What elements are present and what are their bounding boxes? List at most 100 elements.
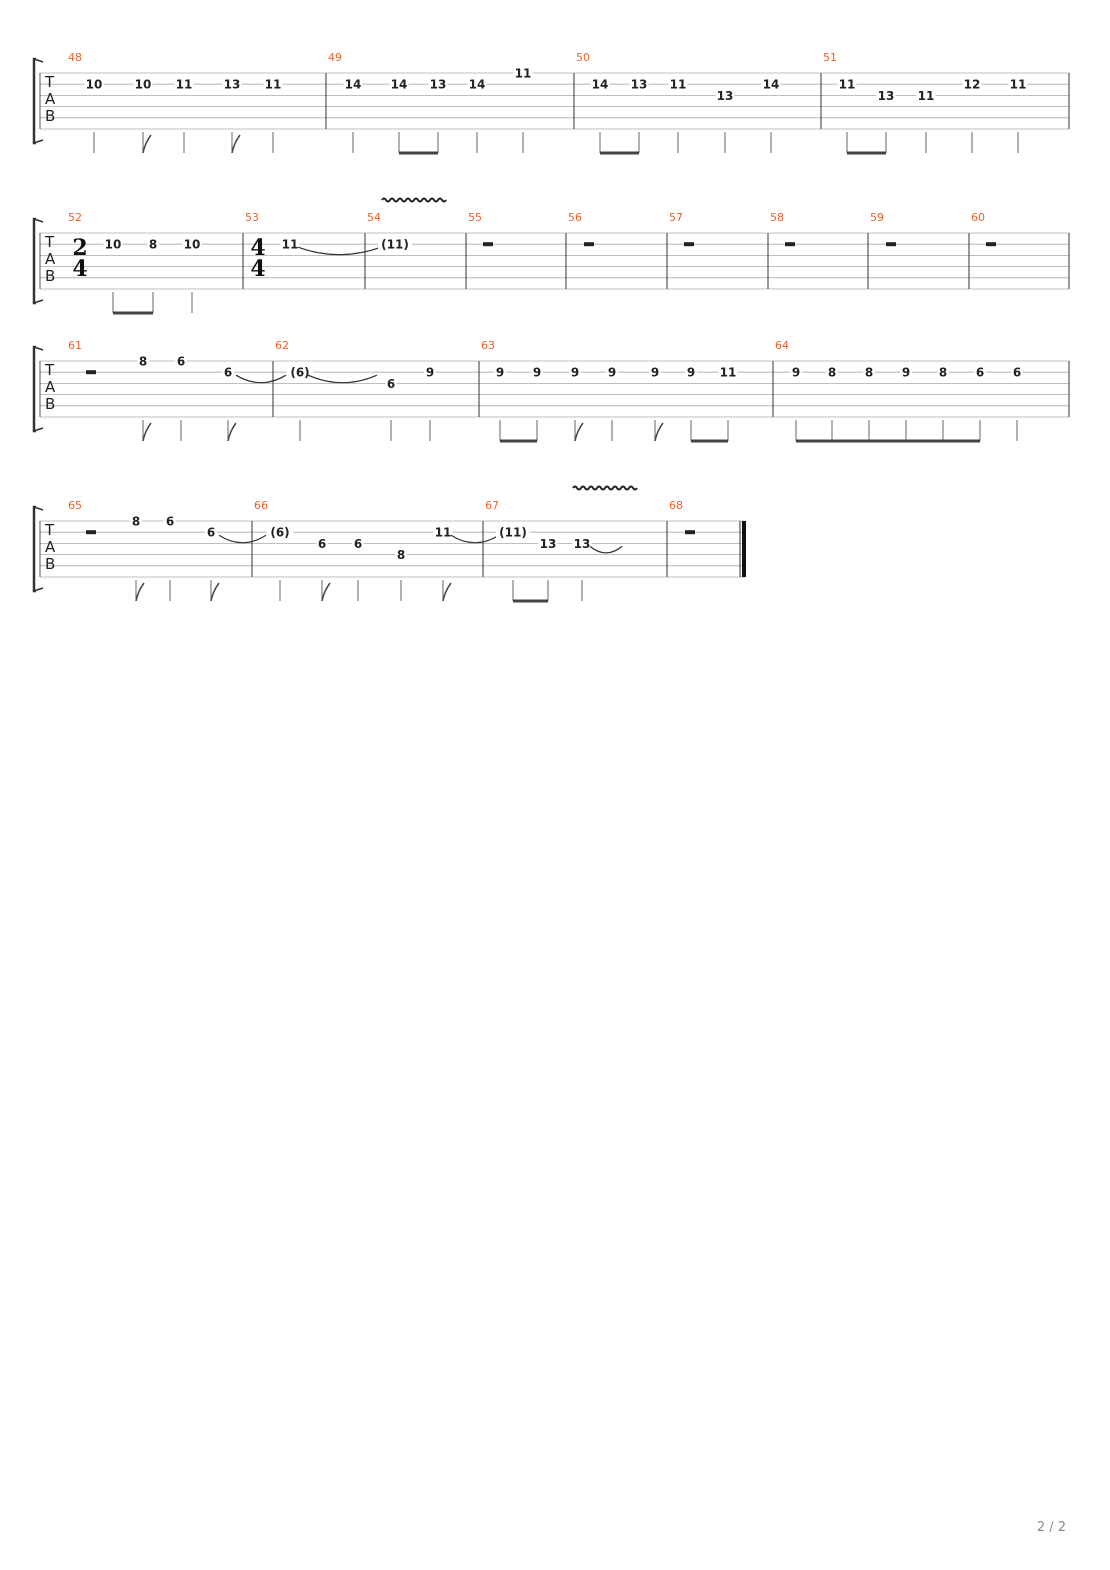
- fret-number: 6: [387, 377, 395, 391]
- fret-number: (11): [381, 238, 409, 252]
- fret-backdrop: [974, 365, 986, 379]
- time-signature-bottom: 4: [72, 256, 87, 282]
- fret-number: 8: [939, 366, 947, 380]
- fret-number: 13: [878, 89, 895, 103]
- measure-number: 60: [971, 211, 985, 224]
- fret-number: 13: [224, 78, 241, 92]
- measure-number: 65: [68, 499, 82, 512]
- measure-number: 64: [775, 339, 789, 352]
- fret-backdrop: [538, 536, 558, 550]
- fret-backdrop: [916, 88, 936, 102]
- measure-number: 51: [823, 51, 837, 64]
- tie-arc: [235, 374, 287, 384]
- tie-arc: [450, 534, 500, 544]
- time-signature-top: 4: [250, 235, 265, 261]
- tab-clef-letter: B: [45, 555, 55, 573]
- note-flag: [574, 422, 584, 442]
- fret-number: 11: [839, 78, 856, 92]
- fret-number: 8: [139, 355, 147, 369]
- fret-number: 6: [166, 515, 174, 529]
- fret-backdrop: [606, 365, 618, 379]
- fret-backdrop: [222, 365, 234, 379]
- note-flag: [231, 134, 241, 154]
- fret-number: 9: [496, 366, 504, 380]
- fret-backdrop: [389, 77, 409, 91]
- fret-backdrop: [103, 237, 123, 251]
- page-number: 2 / 2: [1036, 1520, 1066, 1535]
- fret-number: 11: [435, 526, 452, 540]
- fret-backdrop: [629, 77, 649, 91]
- measure-number: 50: [576, 51, 590, 64]
- system-bracket: [32, 57, 36, 145]
- fret-number: 6: [976, 366, 984, 380]
- bracket-bottom-hook: [33, 139, 44, 144]
- fret-backdrop: [286, 365, 314, 379]
- note-flag: [654, 422, 664, 442]
- fret-number: 9: [687, 366, 695, 380]
- measure-number: 53: [245, 211, 259, 224]
- tie-arc: [589, 545, 623, 554]
- fret-backdrop: [962, 77, 982, 91]
- note-flag: [135, 582, 145, 602]
- measure-number: 56: [568, 211, 582, 224]
- tab-clef-letter: B: [45, 107, 55, 125]
- bracket-top-hook: [33, 506, 44, 511]
- note-flag: [210, 582, 220, 602]
- bracket-top-hook: [33, 218, 44, 223]
- fret-number: 6: [1013, 366, 1021, 380]
- fret-number: 11: [176, 78, 193, 92]
- fret-backdrop: [433, 525, 453, 539]
- measure-number: 52: [68, 211, 82, 224]
- fret-backdrop: [668, 77, 688, 91]
- measure-number: 63: [481, 339, 495, 352]
- fret-number: 8: [149, 238, 157, 252]
- half-rest: [86, 530, 96, 535]
- fret-number: 8: [828, 366, 836, 380]
- fret-backdrop: [280, 237, 300, 251]
- tab-clef-letter: A: [45, 378, 56, 396]
- tab-clef-letter: T: [44, 233, 55, 251]
- fret-number: (6): [270, 526, 289, 540]
- measure-number: 49: [328, 51, 342, 64]
- tab-clef-letter: T: [44, 521, 55, 539]
- half-rest: [785, 242, 795, 247]
- fret-number: 8: [397, 548, 405, 562]
- fret-number: 14: [763, 78, 780, 92]
- fret-backdrop: [133, 77, 153, 91]
- fret-number: 11: [720, 366, 737, 380]
- fret-backdrop: [395, 547, 407, 561]
- fret-backdrop: [590, 77, 610, 91]
- fret-backdrop: [513, 66, 533, 79]
- fret-backdrop: [378, 237, 412, 251]
- fret-backdrop: [863, 365, 875, 379]
- fret-number: 6: [224, 366, 232, 380]
- fret-backdrop: [137, 354, 149, 367]
- fret-backdrop: [130, 514, 142, 527]
- measure-number: 48: [68, 51, 82, 64]
- fret-number: 13: [540, 537, 557, 551]
- system-bracket: [32, 345, 36, 433]
- fret-backdrop: [84, 77, 104, 91]
- measure-number: 55: [468, 211, 482, 224]
- half-rest: [886, 242, 896, 247]
- fret-backdrop: [531, 365, 543, 379]
- measure-number: 59: [870, 211, 884, 224]
- vibrato-mark: [381, 197, 447, 203]
- fret-number: 13: [631, 78, 648, 92]
- fret-number: 9: [792, 366, 800, 380]
- system-bracket: [32, 505, 36, 593]
- measure-number: 57: [669, 211, 683, 224]
- fret-backdrop: [352, 536, 364, 550]
- fret-number: 9: [902, 366, 910, 380]
- fret-backdrop: [147, 237, 159, 251]
- fret-number: 6: [354, 537, 362, 551]
- fret-number: 10: [86, 78, 103, 92]
- fret-number: 10: [184, 238, 201, 252]
- measure-number: 66: [254, 499, 268, 512]
- fret-backdrop: [761, 77, 781, 91]
- fret-number: 14: [345, 78, 362, 92]
- fret-number: 11: [670, 78, 687, 92]
- fret-number: (11): [499, 526, 527, 540]
- tab-clef-letter: A: [45, 538, 56, 556]
